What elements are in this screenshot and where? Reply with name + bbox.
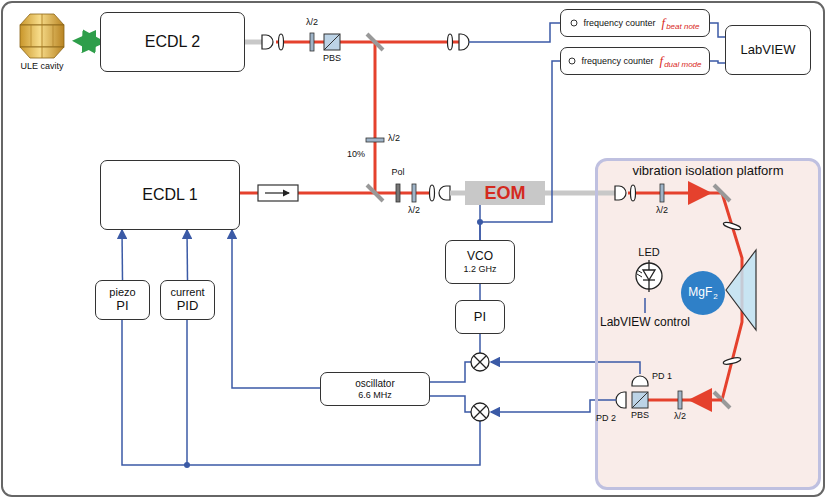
node-sublabel: dual mode	[664, 60, 701, 69]
signal-wire	[479, 284, 481, 300]
controller-box: PI	[455, 300, 505, 334]
modulator-box: EOM	[465, 181, 545, 205]
electronics-wiring	[122, 320, 640, 465]
node-label: oscillator	[355, 378, 394, 390]
counter-box: frequency counter fdual mode	[560, 47, 710, 75]
node-sublabel: f	[662, 16, 666, 31]
platform-ground	[596, 159, 820, 489]
resonator-path	[616, 185, 756, 409]
node-label: EOM	[484, 183, 525, 204]
resonator-disk: MgF2	[681, 271, 725, 315]
part-label: λ/2	[674, 412, 686, 422]
node-label: VCO	[467, 250, 493, 264]
node-label: LabVIEW	[741, 43, 796, 58]
node-label: LED	[638, 246, 659, 259]
node-label: MgF	[688, 286, 712, 300]
controller-box: currentPID	[160, 280, 215, 320]
counter-knob	[570, 19, 578, 27]
vco-box: VCO1.2 GHz	[445, 240, 515, 284]
junction-dots	[184, 219, 483, 468]
part-label: PBS	[323, 54, 341, 64]
signal-wire	[121, 230, 123, 280]
node-sublabel: 6.6 MHz	[358, 390, 392, 400]
part-label: LabVIEW control	[600, 316, 690, 329]
signal-wire	[710, 23, 725, 37]
node-sublabel: 2	[713, 292, 717, 301]
controller-box: piezoPI	[95, 280, 150, 320]
laser-box: ECDL 2	[100, 12, 245, 72]
software-box: LabVIEW	[725, 25, 811, 75]
node-label: frequency counter	[583, 18, 655, 28]
counter-knob	[568, 57, 576, 65]
node-sublabel: 1.2 GHz	[463, 264, 496, 274]
part-label: PBS	[631, 411, 649, 421]
part-label: PD 2	[596, 414, 616, 424]
node-label: vibration isolation platform	[632, 164, 783, 179]
mixer-symbols	[471, 353, 489, 421]
cavity-drawing	[14, 11, 70, 61]
part-label: λ/2	[656, 206, 668, 216]
laser-box: ECDL 1	[100, 160, 240, 230]
diode-drawing	[633, 258, 665, 294]
led-symbol: LED	[628, 241, 670, 299]
signal-wire	[480, 61, 560, 240]
node-label: ECDL 2	[145, 33, 200, 51]
node-sublabel: beat note	[666, 22, 699, 31]
part-label: Pol	[391, 168, 404, 178]
node-label: piezo	[109, 286, 135, 299]
diode-drawing	[633, 258, 665, 294]
node-label: PI	[474, 310, 486, 325]
oscillator-box: oscillator6.6 MHz	[320, 372, 430, 406]
signal-wire	[710, 61, 725, 63]
part-label: λ/2	[388, 134, 400, 144]
part-label: λ/2	[408, 206, 420, 216]
node-label: frequency counter	[581, 56, 653, 66]
link-arrow	[78, 41, 100, 42]
counter-knob	[568, 57, 576, 65]
signal-wire	[186, 230, 188, 280]
node-sublabel: f	[660, 54, 664, 69]
counter-knob	[570, 19, 578, 27]
part-label: PD 1	[652, 372, 672, 382]
top-beam	[245, 23, 560, 193]
part-label: 10%	[347, 150, 365, 160]
node-sublabel: PID	[177, 299, 199, 314]
cavity-drawing	[14, 11, 70, 61]
node-label: current	[170, 286, 204, 299]
signal-wire	[232, 230, 320, 388]
node-sublabel: PI	[116, 299, 128, 314]
node-label: ECDL 1	[142, 186, 197, 204]
part-label: λ/2	[306, 18, 318, 28]
cavity-illustration: ULE cavity	[6, 4, 78, 78]
counter-box: frequency counter fbeat note	[560, 9, 710, 37]
node-label: ULE cavity	[20, 61, 63, 71]
